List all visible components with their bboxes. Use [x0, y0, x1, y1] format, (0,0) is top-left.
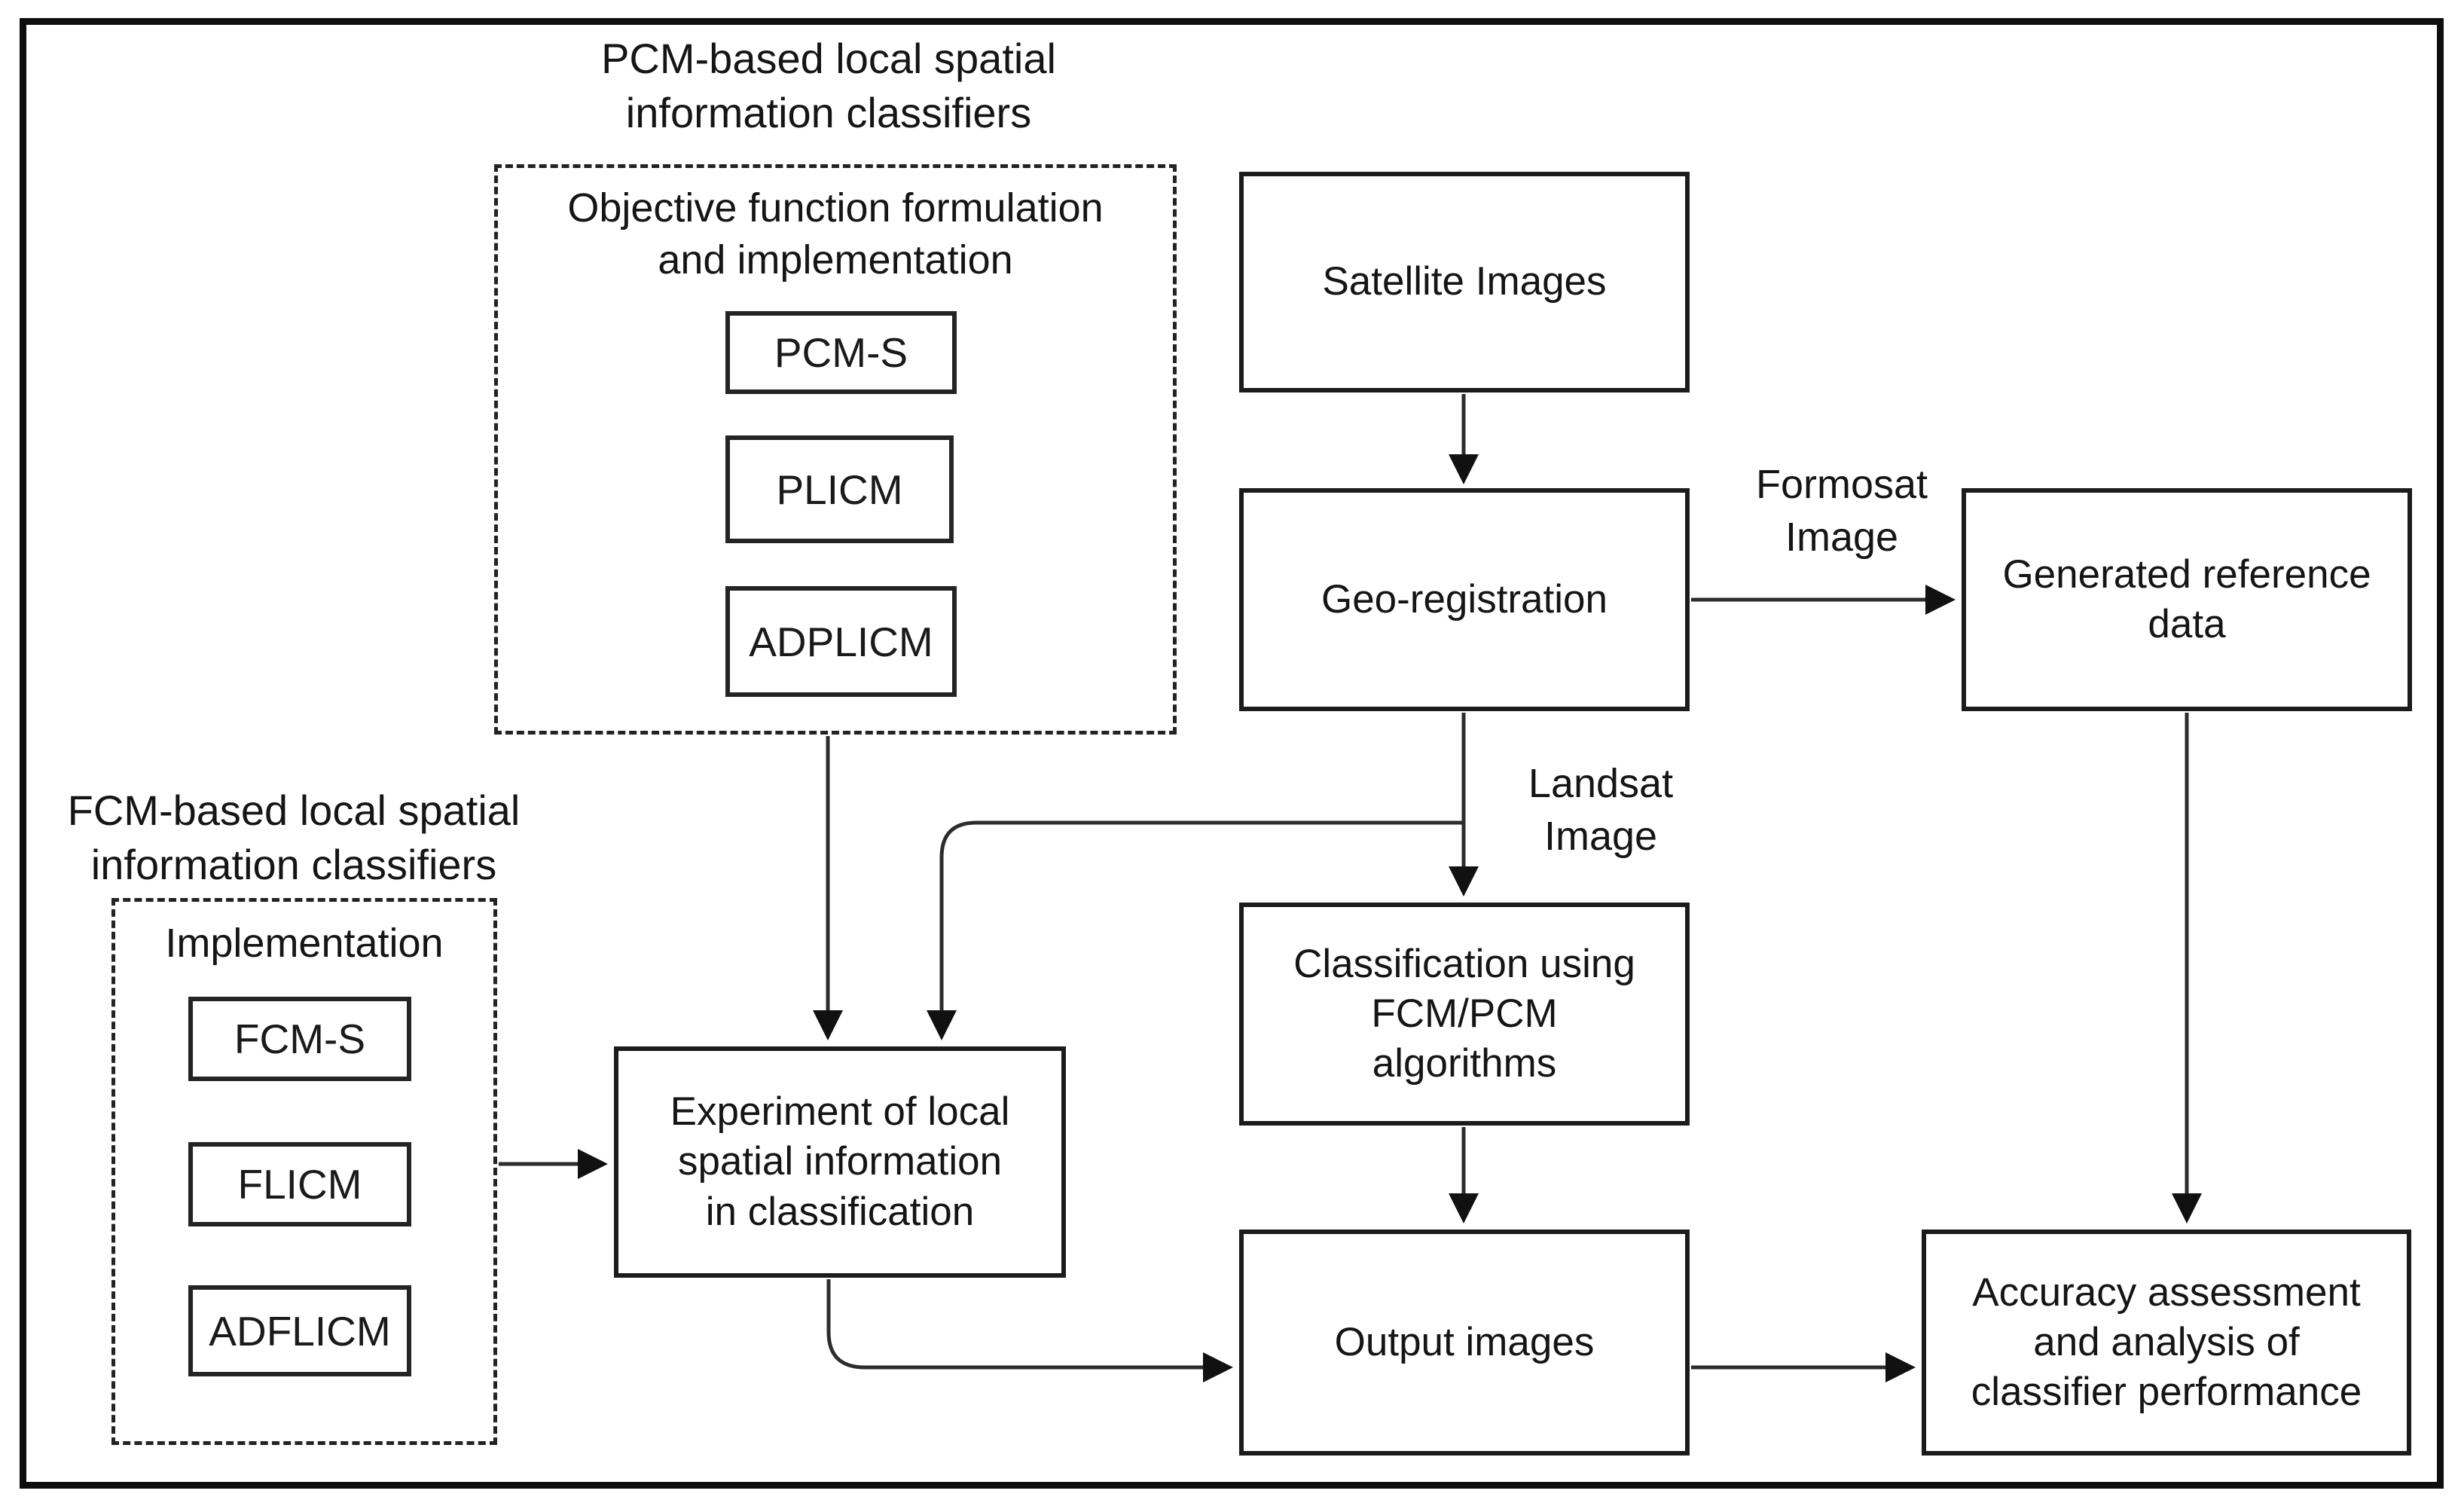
node-classification-fcm-pcm: Classification using FCM/PCM algorithms [1239, 903, 1690, 1126]
edge-label-formosat-image: Formosat Image [1755, 462, 1928, 561]
node-plicm: PLICM [725, 435, 954, 543]
pcm-group-dashed-box [494, 164, 1177, 735]
fcm-group-title: FCM-based local spatial information clas… [67, 787, 521, 888]
pcm-group-title: PCM-based local spatial information clas… [601, 35, 1056, 136]
edge-experiment-to-output [826, 1279, 1233, 1382]
node-geo-registration: Geo-registration [1239, 488, 1690, 711]
node-satellite-images: Satellite Images [1239, 172, 1690, 393]
edge-landsat-branch-to-experiment [927, 820, 1464, 1040]
fcm-group-dashed-box [111, 898, 497, 1445]
node-accuracy-assessment: Accuracy assessment and analysis of clas… [1922, 1229, 2411, 1456]
node-fcm-s: FCM-S [188, 997, 411, 1081]
fcm-group-inner-title: Implementation [165, 921, 444, 966]
edge-label-landsat-image: Landsat Image [1528, 761, 1674, 860]
pcm-group-inner-title: Objective function formulation and imple… [567, 185, 1104, 283]
node-pcm-s: PCM-S [725, 311, 957, 394]
node-output-images: Output images [1239, 1229, 1690, 1456]
node-adplicm: ADPLICM [725, 586, 957, 697]
node-flicm: FLICM [188, 1142, 411, 1226]
node-generated-reference-data: Generated reference data [1962, 488, 2412, 711]
node-experiment-local-spatial: Experiment of local spatial information … [614, 1046, 1066, 1278]
node-adflicm: ADFLICM [188, 1285, 411, 1376]
diagram-outer-border [20, 18, 2444, 1489]
